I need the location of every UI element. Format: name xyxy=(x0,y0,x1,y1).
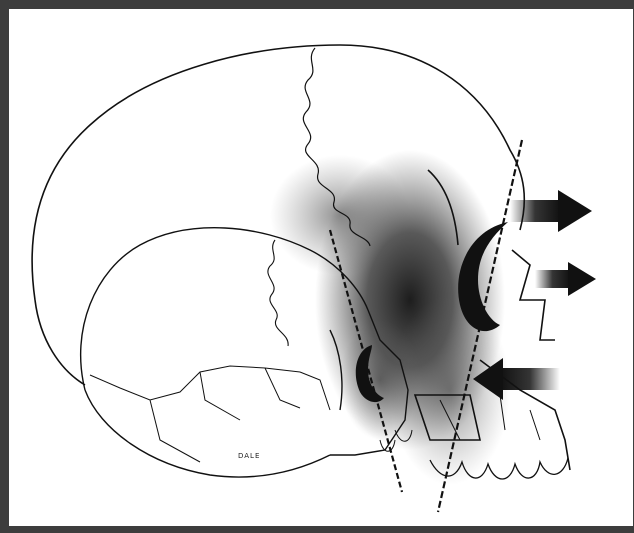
adult-nasal xyxy=(512,250,555,340)
arrow-right-icon xyxy=(510,190,592,232)
adult-occipital xyxy=(35,300,85,385)
artist-signature: DALE xyxy=(238,452,260,460)
child-sutures xyxy=(90,366,330,462)
arrow-right-icon xyxy=(535,262,596,296)
child-cranium-base xyxy=(85,390,330,477)
child-coronal-suture xyxy=(268,240,288,346)
